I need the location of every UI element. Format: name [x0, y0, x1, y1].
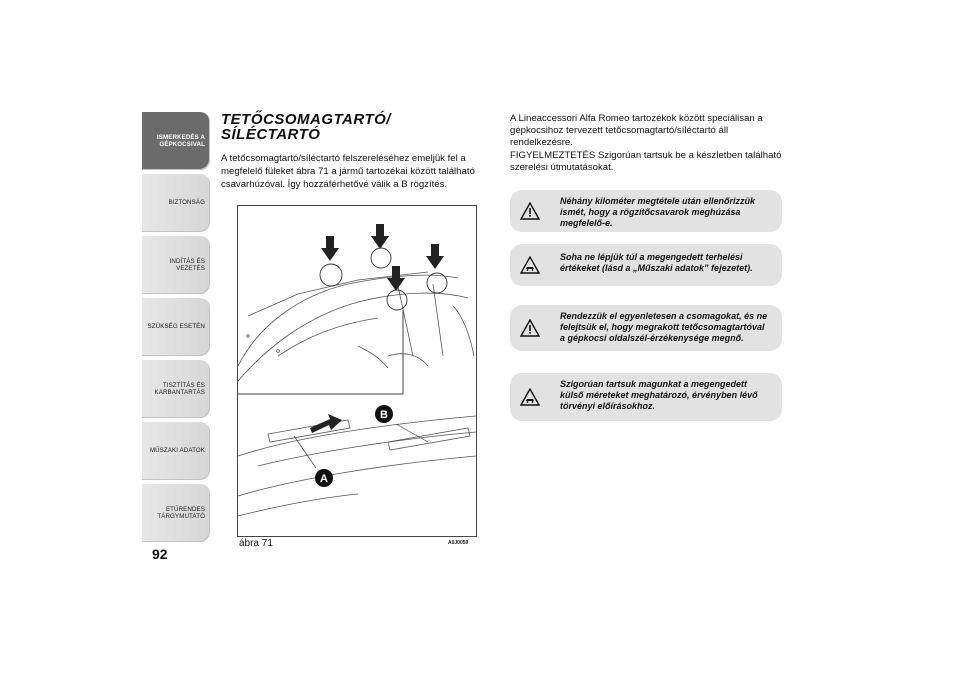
svg-text:B: B [380, 409, 388, 421]
tab-szukseg-eseten[interactable]: SZÜKSÉG ESETÉN [142, 298, 210, 356]
warning-box-1: Néhány kilométer megtétele után ellenőri… [510, 190, 782, 232]
page-number: 92 [152, 546, 168, 562]
warning-box-3: Rendezzük el egyenletesen a csomagokat, … [510, 305, 782, 351]
title-line-1: TETŐCSOMAGTARTÓ/ [221, 111, 391, 128]
car-roof-illustration: A B [237, 224, 477, 517]
warning-text-4: Szigorúan tartsuk magunkat a megengedett… [560, 379, 758, 411]
label-a-marker: A [315, 469, 333, 487]
figure-code: A0J0059 [448, 540, 469, 546]
accessory-paragraph: A Lineaccessori Alfa Romeo tartozékok kö… [510, 113, 763, 148]
tab-inditas-es-vezetes[interactable]: INDÍTÁS ÉS VEZETÉS [142, 236, 210, 294]
warning-triangle-icon [520, 202, 540, 220]
roof-rack-figure: A B [237, 205, 477, 537]
section-title: TETŐCSOMAGTARTÓ/ SÍLÉCTARTÓ [221, 112, 391, 142]
svg-text:A: A [320, 473, 328, 485]
warning-box-4: Szigorúan tartsuk magunkat a megengedett… [510, 373, 782, 421]
label-b-marker: B [375, 405, 393, 423]
car-warning-icon [520, 256, 540, 274]
tab-ismerkedes[interactable]: ISMERKEDÉS A GÉPKOCSIVAL [142, 112, 210, 170]
warning-text-3: Rendezzük el egyenletesen a csomagokat, … [560, 311, 768, 343]
tab-muszaki-adatok[interactable]: MŰSZAKI ADATOK [142, 422, 210, 480]
figure-caption: ábra 71 [239, 538, 273, 549]
caution-paragraph: FIGYELMEZTETÉS Szigorúan tartsuk be a ké… [510, 150, 782, 173]
intro-paragraph: A tetőcsomagtartó/síléctartó felszerelés… [221, 153, 475, 190]
tab-biztonsag[interactable]: BIZTONSÁG [142, 174, 210, 232]
title-line-2: SÍLÉCTARTÓ [221, 126, 321, 143]
tab-targymutato[interactable]: ETŰRENDES TÁRGYMUTATÓ [142, 484, 210, 542]
car-warning-icon [520, 388, 540, 406]
direction-arrow [310, 414, 342, 433]
warning-box-2: Soha ne lépjük túl a megengedett terhelé… [510, 244, 782, 286]
warning-triangle-icon [520, 319, 540, 337]
warning-text-2: Soha ne lépjük túl a megengedett terhelé… [560, 252, 753, 273]
warning-text-1: Néhány kilométer megtétele után ellenőri… [560, 196, 756, 228]
tab-tisztitas[interactable]: TISZTÍTÁS ÉS KARBANTARTÁS [142, 360, 210, 418]
